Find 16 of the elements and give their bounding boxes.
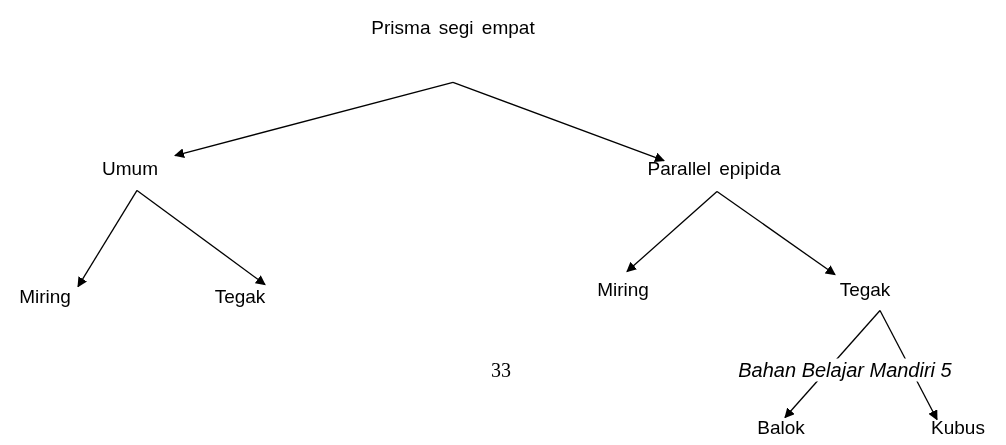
node-label: Kubus xyxy=(931,417,985,439)
node-label: Prisma segi empat xyxy=(371,17,535,39)
arrow xyxy=(716,190,836,276)
node-label: Tegak xyxy=(214,286,266,308)
arrow xyxy=(136,189,266,286)
node-label: Balok xyxy=(757,417,805,439)
node-label: Miring xyxy=(597,279,649,301)
arrow xyxy=(77,189,138,288)
node-label: Miring xyxy=(19,286,71,308)
node-label: Umum xyxy=(102,158,158,180)
arrow xyxy=(626,190,718,273)
arrow xyxy=(174,81,454,159)
footer-text: Bahan Belajar Mandiri 5 xyxy=(738,358,952,382)
node-label: Parallel epipida xyxy=(647,158,781,180)
node-label: Tegak xyxy=(839,279,891,301)
arrow xyxy=(452,81,665,163)
